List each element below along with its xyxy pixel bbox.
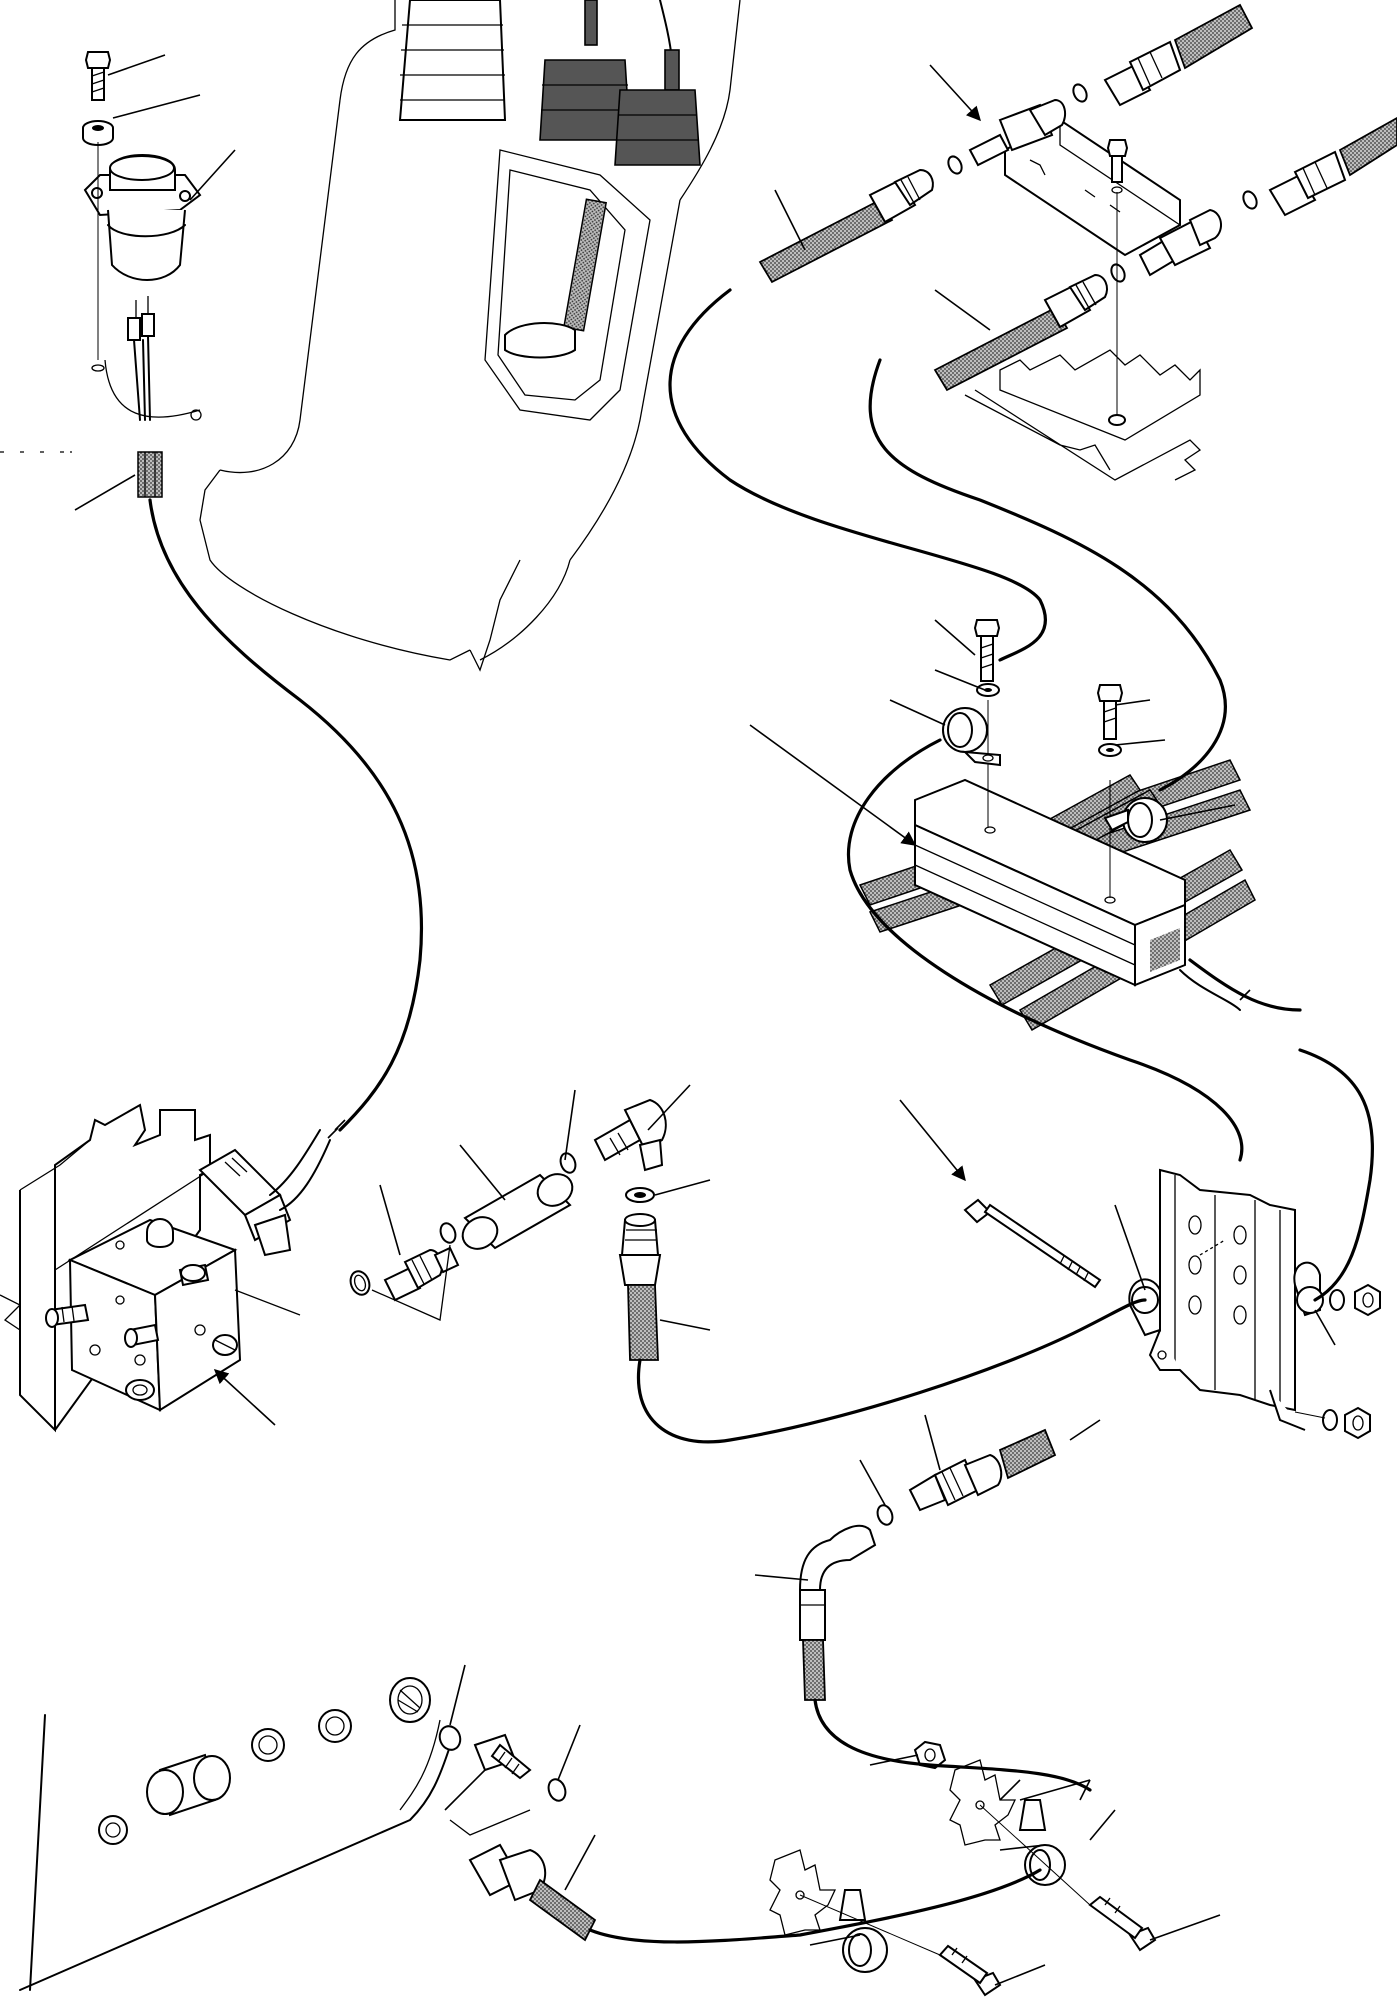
valve-block <box>67 1218 242 1412</box>
port-fitting <box>212 1334 238 1356</box>
elbow-fitting <box>798 1524 877 1701</box>
hydraulic-hose <box>758 168 934 284</box>
joystick-boot-right <box>614 0 701 166</box>
hose-clip <box>1018 1799 1066 1886</box>
port-fitting <box>45 1303 90 1328</box>
hose-clip <box>942 707 1001 767</box>
arrow-clamp-block <box>749 724 917 846</box>
union-fitting-chain <box>349 1098 667 1361</box>
bolt <box>84 51 112 101</box>
tank-port <box>389 1677 431 1723</box>
elbow-fitting <box>593 1098 667 1172</box>
elbow-hose-assembly <box>798 1428 1057 1701</box>
port-fitting <box>124 1323 160 1348</box>
hose-clip <box>1103 797 1168 843</box>
sensor-switch <box>83 154 202 281</box>
bolt <box>973 619 1001 697</box>
mounting-plate-assembly <box>963 1168 1381 1440</box>
union-adapter <box>383 1246 460 1302</box>
hose-clamp-block <box>914 778 1186 987</box>
tank-port <box>146 1753 231 1817</box>
hose-clip <box>1293 1261 1324 1317</box>
arrow-mounting-plate <box>899 1099 966 1182</box>
callout-leaders <box>74 54 1336 1986</box>
electrical-connector <box>198 1129 331 1257</box>
arrow-hose-block <box>929 64 981 122</box>
lower-clip-assembly <box>769 1740 1157 1997</box>
bolt <box>1088 1895 1157 1952</box>
lever-bellows <box>398 0 507 121</box>
mounting-plate <box>1148 1168 1306 1431</box>
hose-clip <box>838 1889 888 1973</box>
control-lever-console <box>199 0 741 672</box>
joystick-boot-left <box>539 0 631 141</box>
bracket-plate <box>949 1759 1017 1846</box>
stud-bolt <box>963 1198 1102 1289</box>
tank-port <box>98 1815 128 1845</box>
valve-block-assembly <box>0 1103 331 1433</box>
arrow-valve-block <box>213 1369 276 1426</box>
sleeve <box>461 1173 574 1250</box>
clamp-block-assembly <box>858 619 1256 1032</box>
hose-coupling <box>468 1843 597 1942</box>
bracket-plate <box>769 1849 837 1936</box>
nut <box>1354 1283 1381 1317</box>
assembly-arrows <box>213 64 981 1426</box>
washer <box>82 120 114 146</box>
bolt <box>1096 684 1124 757</box>
port-fitting <box>178 1263 210 1287</box>
hose-coupling <box>618 1213 662 1361</box>
break-marks <box>327 989 1251 1801</box>
hose-coupling-block <box>758 3 1397 481</box>
hose-clip <box>1128 1278 1161 1337</box>
hydraulic-hose-2 <box>933 273 1108 392</box>
tank-port <box>251 1728 285 1762</box>
straight-adapter <box>473 1733 532 1780</box>
tank-port-panel <box>19 1677 597 1991</box>
bolt <box>938 1944 1002 1997</box>
tank-port <box>318 1709 352 1743</box>
wiring-connector <box>127 296 155 421</box>
port-fitting <box>125 1379 155 1401</box>
sensor-switch-assembly <box>0 51 202 498</box>
hose-routing <box>148 288 1375 1944</box>
nut <box>1344 1406 1371 1440</box>
hose-coupling <box>1103 3 1254 107</box>
hose-coupling <box>908 1428 1057 1512</box>
wiring-harness <box>137 451 163 498</box>
